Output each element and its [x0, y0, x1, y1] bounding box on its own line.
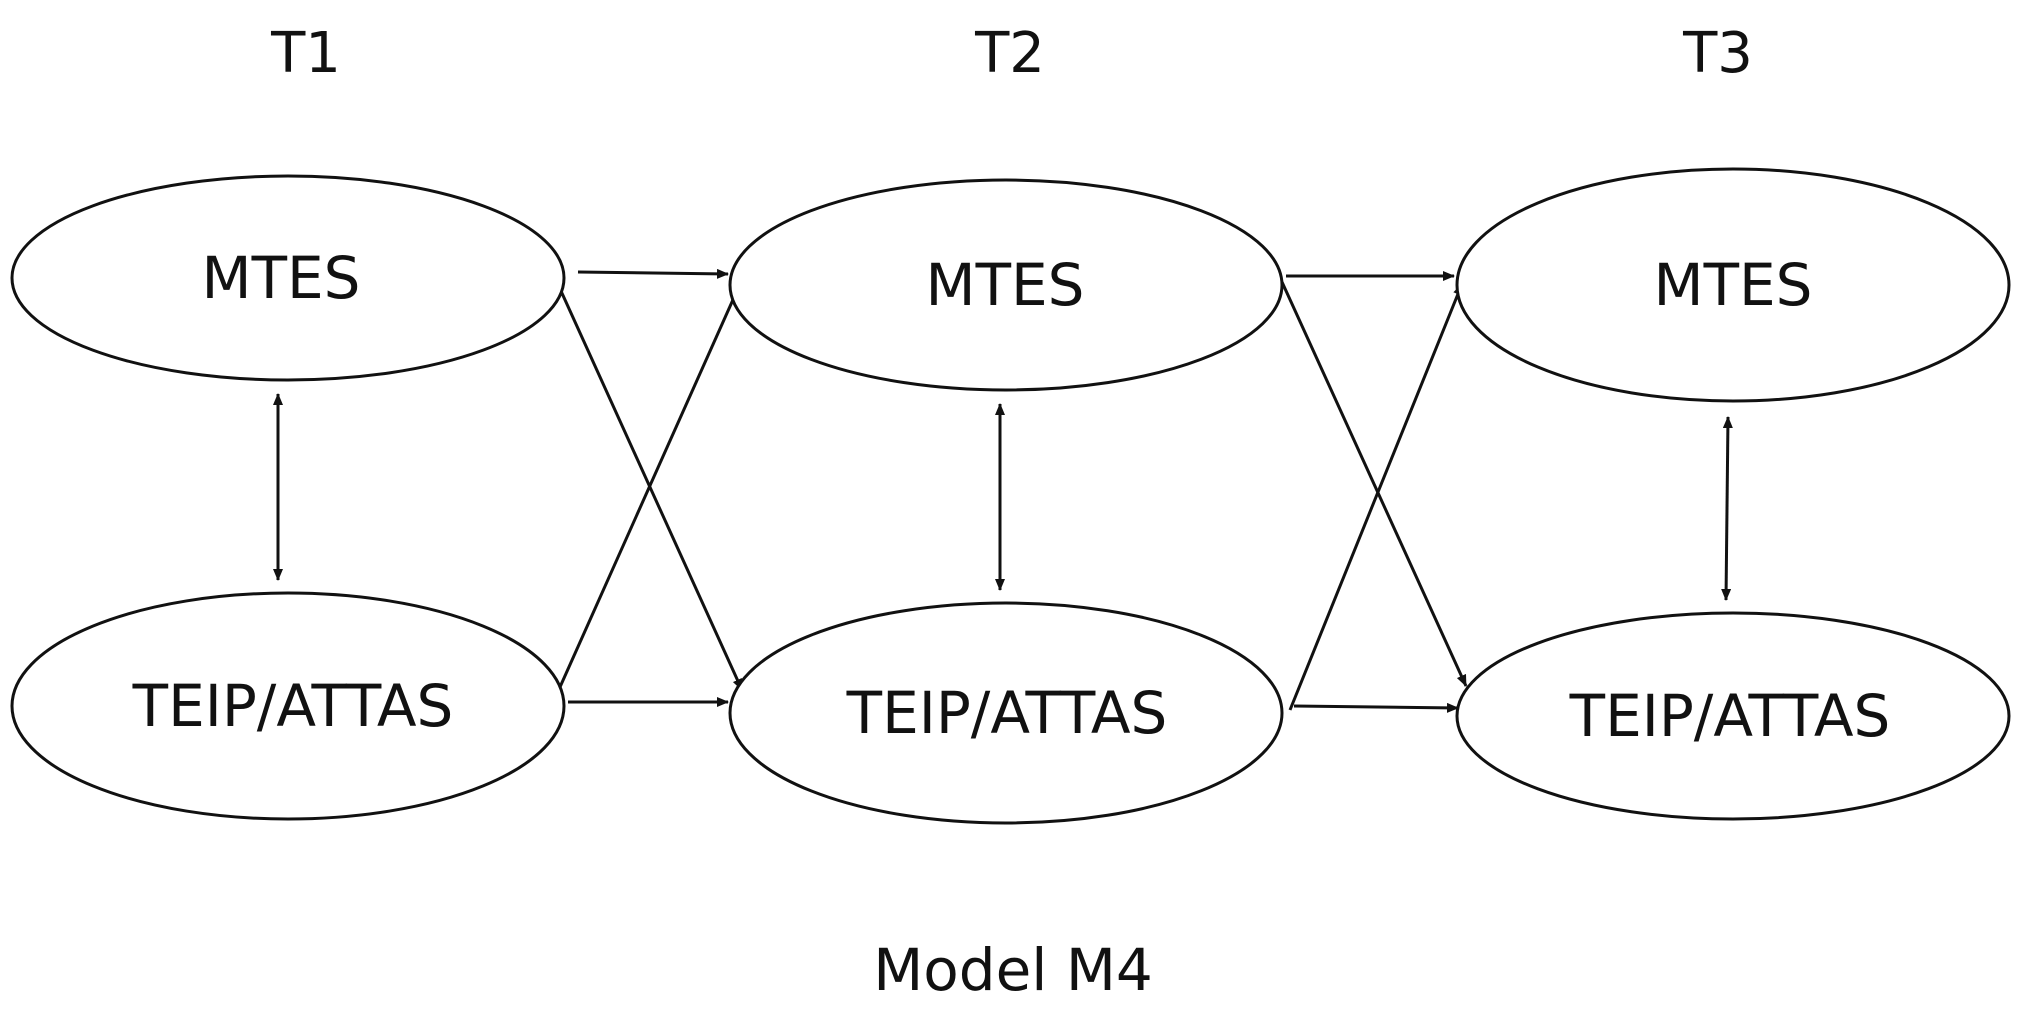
- node-mtes-t1-shape: [10, 174, 566, 382]
- node-mtes-t2-shape: [728, 178, 1284, 392]
- node-teip-t2: TEIP/ATTAS: [728, 601, 1284, 825]
- edge-mtes-t2-to-teip-t3: [1280, 281, 1468, 687]
- node-teip-t1: TEIP/ATTAS: [10, 591, 566, 821]
- node-mtes-t3: MTES: [1455, 167, 2011, 403]
- diagram-caption: Model M4: [873, 936, 1153, 1004]
- node-teip-t2-shape: [728, 601, 1284, 825]
- edge-teip-t1-to-mtes-t2: [554, 283, 742, 697]
- node-teip-t1-shape: [10, 591, 566, 821]
- node-teip-t3-shape: [1455, 611, 2011, 821]
- time-label-t2: T2: [974, 21, 1045, 86]
- node-teip-t1-label: TEIP/ATTAS: [132, 672, 454, 740]
- edge-mtes-t3-to-teip-t3: [1721, 416, 1733, 601]
- node-teip-t3-label: TEIP/ATTAS: [1569, 682, 1891, 750]
- node-mtes-t2: MTES: [728, 178, 1284, 392]
- node-mtes-t1: MTES: [10, 174, 566, 382]
- edge-teip-t2-to-teip-t3: [1293, 702, 1459, 713]
- node-mtes-t1-label: MTES: [202, 244, 361, 312]
- edges-layer: [273, 268, 1733, 713]
- node-teip-t3: TEIP/ATTAS: [1455, 611, 2011, 821]
- node-mtes-t3-label: MTES: [1654, 251, 1813, 319]
- node-mtes-t3-shape: [1455, 167, 2011, 403]
- node-teip-t2-label: TEIP/ATTAS: [846, 679, 1168, 747]
- edge-teip-t2-to-mtes-t3: [1288, 283, 1464, 711]
- time-label-t1: T1: [270, 21, 341, 86]
- time-label-t3: T3: [1682, 21, 1753, 86]
- node-mtes-t2-label: MTES: [926, 251, 1085, 319]
- edge-mtes-t1-to-mtes-t2: [577, 268, 729, 279]
